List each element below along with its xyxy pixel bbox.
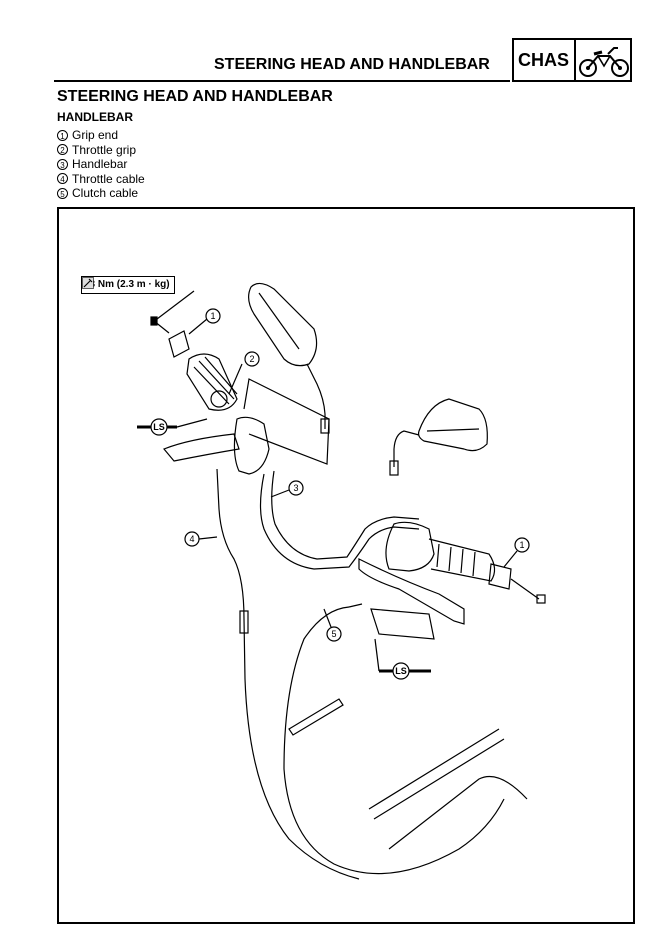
- legend-item: 5 Clutch cable: [57, 186, 145, 201]
- left-lever: [163, 433, 240, 462]
- legend-number: 3: [57, 158, 68, 170]
- throttle-grip-end-ring: [210, 390, 228, 408]
- chapter-badge-divider: [574, 40, 576, 80]
- callout-number: 1: [519, 540, 524, 550]
- legend-label: Throttle grip: [72, 142, 137, 157]
- callout-circle-5: [326, 626, 342, 642]
- throttle-grip-ribs: [193, 356, 238, 405]
- callout-circle-1: [205, 308, 221, 324]
- lubricant-badge-left: [150, 418, 168, 436]
- left-mirror-edge: [258, 292, 300, 350]
- callout-leader-1b: [503, 550, 518, 568]
- right-grip: [428, 538, 496, 582]
- right-mirror-edge: [426, 428, 480, 432]
- grip-end-bolt-head-right: [536, 594, 546, 604]
- grip-end-screw-head-left: [150, 316, 158, 326]
- subsection-title: HANDLEBAR: [57, 110, 133, 124]
- left-lever-bracket-lines: [243, 378, 330, 465]
- cable-tie: [288, 698, 344, 736]
- callout-circle-1b: [514, 537, 530, 553]
- legend-item: 2 Throttle grip: [57, 143, 145, 158]
- handlebar-diagram: 1 2 3 4 5 1 LS LS 23 Nm (2.3 m · kg): [57, 207, 635, 924]
- lower-cable-run: [368, 728, 505, 820]
- callout-circle-4: [184, 531, 200, 547]
- callout-leader-5: [323, 608, 332, 628]
- grip-end-right: [488, 563, 512, 590]
- lubricant-badge-text: LS: [153, 422, 165, 432]
- right-mirror-bolt: [389, 460, 399, 476]
- callout-circle-2: [244, 351, 260, 367]
- throttle-grip: [186, 353, 238, 411]
- left-mirror: [248, 282, 318, 367]
- callout-circle-3: [288, 480, 304, 496]
- callout-leader-2: [228, 363, 243, 395]
- lubricant-badge-right: [392, 662, 410, 680]
- torque-leader: [156, 290, 195, 320]
- callout-number: 5: [331, 629, 336, 639]
- legend-label: Clutch cable: [72, 186, 139, 200]
- callout-number: 3: [293, 483, 298, 493]
- callout-number: 2: [249, 354, 254, 364]
- left-switch: [233, 416, 270, 475]
- left-mirror-stem: [306, 363, 326, 429]
- callout-leader-1: [188, 318, 208, 335]
- legend-item: 1 Grip end: [57, 128, 145, 143]
- handlebar-illustration: 1 2 3 4 5 1 LS LS: [137, 282, 546, 880]
- legend-item: 3 Handlebar: [57, 157, 145, 172]
- motorcycle-icon: [579, 47, 629, 77]
- throttle-cable: [216, 468, 360, 880]
- lubricant-badge-text: LS: [395, 666, 407, 676]
- parts-legend: 1 Grip end 2 Throttle grip 3 Handlebar 4 Thr…: [57, 128, 145, 201]
- header-title: STEERING HEAD AND HANDLEBAR: [214, 56, 490, 73]
- legend-item: 4 Throttle cable: [57, 172, 145, 187]
- lubricant-leader-right: [374, 638, 380, 672]
- header-rule: [54, 80, 510, 82]
- grip-end-left: [168, 330, 190, 358]
- clutch-lever: [358, 558, 465, 625]
- lower-cable-run-2: [388, 775, 528, 850]
- legend-label: Handlebar: [72, 157, 128, 171]
- legend-number: 1: [57, 129, 68, 141]
- legend-number: 2: [57, 144, 68, 156]
- clutch-cable-boot: [370, 608, 435, 640]
- torque-spec-box: 23 Nm (2.3 m · kg): [81, 276, 175, 294]
- handlebar-tube-lower: [271, 470, 420, 560]
- legend-label: Grip end: [72, 128, 119, 142]
- torque-spec-text: 23 Nm (2.3 m · kg): [84, 279, 170, 290]
- chapter-badge-label: CHAS: [518, 50, 570, 70]
- legend-label: Throttle cable: [72, 171, 145, 186]
- throttle-cable-adjuster: [239, 610, 249, 634]
- lubricant-leader-left: [176, 418, 208, 428]
- right-mirror-stem: [393, 430, 420, 467]
- legend-number: 4: [57, 173, 68, 185]
- legend-number: 5: [57, 187, 68, 199]
- callout-number: 1: [210, 311, 215, 321]
- grip-end-bolt-right: [510, 578, 540, 600]
- section-title: STEERING HEAD AND HANDLEBAR: [57, 88, 333, 105]
- callout-leader-4: [198, 536, 218, 540]
- right-grip-ribs: [436, 543, 476, 577]
- handlebar-tube-upper: [259, 473, 420, 570]
- callout-number: 4: [189, 534, 194, 544]
- wrench-icon: [82, 277, 94, 289]
- clutch-cable-end: [348, 603, 363, 608]
- clutch-cable: [283, 606, 505, 875]
- right-mirror: [417, 398, 488, 452]
- callout-leader-3: [270, 489, 290, 498]
- right-switch-housing: [385, 521, 435, 572]
- chapter-badge: CHAS: [512, 38, 632, 82]
